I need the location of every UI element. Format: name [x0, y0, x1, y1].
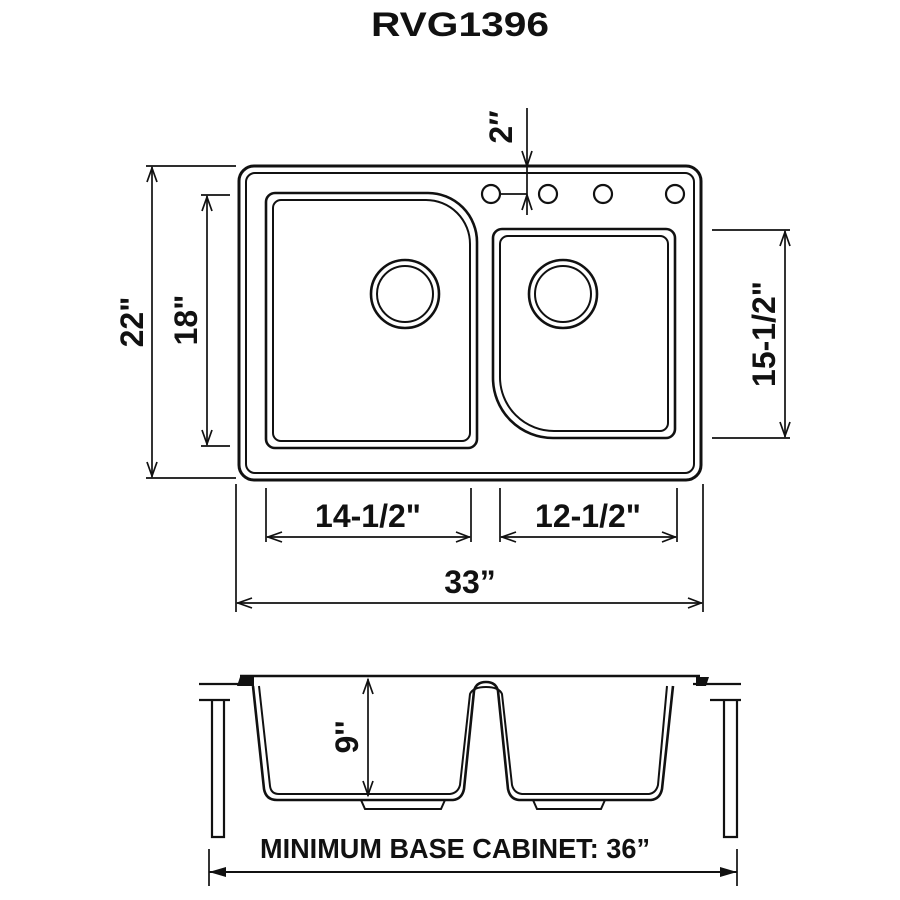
dim-left-bowl-width-label: 14-1/2" — [315, 498, 421, 534]
dim-base-cabinet — [208, 849, 738, 886]
faucet-hole-3 — [592, 183, 614, 205]
dim-bowl-depth-label: 9'' — [329, 720, 365, 753]
diagram-title: RVG1396 — [371, 6, 549, 44]
drain-recess-right — [532, 799, 606, 810]
dim-hole-setback-label: 2″ — [483, 110, 519, 143]
right-bowl-inner-outline — [498, 235, 669, 433]
dim-overall-depth-label: 22" — [114, 297, 150, 348]
right-drain — [527, 258, 599, 330]
sink-rim-inner-outline — [245, 172, 695, 474]
dim-left-bowl-length-label: 18" — [168, 295, 204, 346]
side-view: 9'' MINIMUM BASE CABINET: 36” — [199, 674, 741, 886]
faucet-hole-4 — [664, 183, 686, 205]
right-bowl-outline — [491, 227, 677, 440]
dim-left-bowl-width: 14-1/2" — [265, 488, 472, 543]
dim-hole-setback: 2″ — [483, 108, 533, 215]
top-view: 2″ 22" 18" 15-1/2" — [114, 108, 791, 612]
dim-overall-width: 33” — [235, 484, 704, 612]
left-bowl-inner-outline — [272, 199, 471, 442]
dim-right-bowl-width: 12-1/2" — [499, 488, 678, 543]
dim-bowl-depth: 9'' — [329, 677, 374, 798]
left-drain — [369, 258, 441, 330]
drain-recess-left — [360, 799, 446, 810]
dim-left-bowl-length: 18" — [168, 194, 230, 447]
dim-right-bowl-length: 15-1/2" — [712, 229, 791, 439]
cabinet-leg-left — [210, 700, 226, 839]
bowl-section-inner — [258, 685, 668, 795]
dim-overall-width-label: 33” — [444, 564, 496, 600]
cabinet-leg-right — [722, 700, 739, 839]
faucet-hole-1 — [480, 183, 502, 205]
cabinet-note-label: MINIMUM BASE CABINET: 36” — [260, 833, 650, 864]
rim-lip-left — [237, 677, 254, 686]
bowl-section-outer — [251, 680, 675, 802]
dim-right-bowl-width-label: 12-1/2" — [535, 498, 641, 534]
left-bowl-outline — [264, 191, 479, 450]
sink-rim-outer-outline — [237, 164, 703, 482]
faucet-hole-2 — [537, 183, 559, 205]
dim-overall-depth: 22" — [114, 165, 236, 479]
rim-lip-right — [696, 677, 709, 686]
dim-right-bowl-length-label: 15-1/2" — [746, 281, 782, 387]
